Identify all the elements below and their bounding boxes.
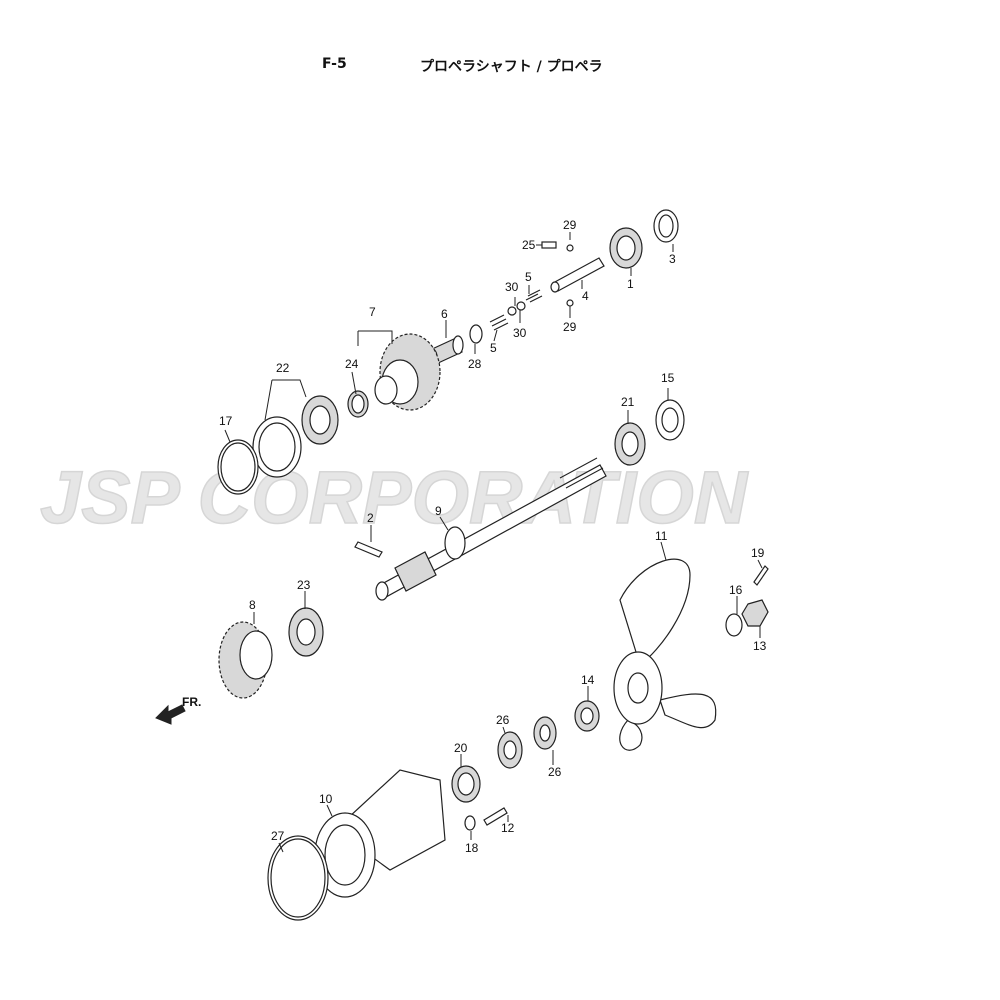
callout-15: 15 — [661, 371, 675, 385]
part-20 — [451, 765, 481, 803]
part-5a — [525, 289, 543, 303]
callout-30a: 30 — [505, 280, 519, 294]
callout-16: 16 — [729, 583, 743, 597]
part-14 — [574, 700, 600, 732]
diagram-code: F-5 — [322, 56, 347, 72]
part-29b — [566, 299, 574, 307]
part-25 — [541, 241, 557, 249]
part-28 — [469, 324, 483, 344]
part-30b — [507, 306, 517, 316]
part-12 — [483, 807, 508, 826]
part-22 — [252, 395, 339, 478]
part-18 — [464, 815, 476, 831]
part-24 — [347, 390, 369, 418]
part-5b — [489, 314, 509, 331]
callout-20: 20 — [454, 741, 468, 755]
callout-4: 4 — [582, 289, 589, 303]
part-8 — [218, 621, 273, 699]
callout-23: 23 — [297, 578, 311, 592]
callout-11: 11 — [655, 529, 668, 543]
callout-5a: 5 — [525, 270, 532, 284]
part-16 — [725, 613, 743, 637]
watermark: JSP CORPORATION — [39, 455, 749, 535]
callout-7: 7 — [369, 305, 376, 319]
callout-24: 24 — [345, 357, 359, 371]
part-11 — [613, 558, 717, 751]
forward-arrow-icon: FR. — [155, 695, 201, 725]
callout-8: 8 — [249, 598, 256, 612]
part-27 — [267, 835, 329, 921]
leader-lines — [224, 232, 763, 853]
callout-26a: 26 — [496, 713, 510, 727]
part-21 — [614, 422, 646, 466]
part-1 — [609, 227, 643, 269]
callout-27: 27 — [271, 829, 285, 843]
part-30a — [516, 301, 526, 311]
part-17 — [217, 439, 259, 495]
part-29a — [566, 244, 574, 252]
callout-30b: 30 — [513, 326, 527, 340]
callout-10: 10 — [319, 792, 333, 806]
callout-labels: 1 2 3 4 5 5 6 7 8 9 10 11 12 13 14 15 16… — [219, 218, 767, 855]
callout-3: 3 — [669, 252, 676, 266]
part-7 — [374, 333, 441, 411]
callout-14: 14 — [581, 673, 595, 687]
part-4 — [550, 257, 605, 293]
watermark-text: JSP CORPORATION — [40, 456, 749, 535]
diagram-title: プロペラシャフト / プロペラ — [420, 59, 603, 75]
part-9 — [375, 457, 607, 601]
part-13 — [741, 599, 769, 627]
callout-26b: 26 — [548, 765, 562, 779]
callout-6: 6 — [441, 307, 448, 321]
part-23 — [288, 607, 324, 657]
callout-22: 22 — [276, 361, 290, 375]
part-15 — [655, 399, 685, 441]
part-3 — [653, 209, 679, 243]
part-10 — [314, 769, 446, 898]
callout-2: 2 — [367, 511, 374, 525]
part-19 — [753, 565, 769, 586]
callout-21: 21 — [621, 395, 635, 409]
callout-29b: 29 — [563, 320, 577, 334]
part-2 — [354, 541, 383, 558]
direction-label: FR. — [182, 695, 201, 709]
part-26a — [533, 716, 557, 750]
callout-9: 9 — [435, 504, 442, 518]
callout-13: 13 — [753, 639, 767, 653]
callout-1: 1 — [627, 277, 634, 291]
part-26b — [497, 731, 523, 769]
callout-28: 28 — [468, 357, 482, 371]
callout-18: 18 — [465, 841, 479, 855]
callout-29a: 29 — [563, 218, 577, 232]
callout-5b: 5 — [490, 341, 497, 355]
callout-25: 25 — [522, 238, 536, 252]
callout-12: 12 — [501, 821, 515, 835]
callout-19: 19 — [751, 546, 765, 560]
callout-17: 17 — [219, 414, 233, 428]
